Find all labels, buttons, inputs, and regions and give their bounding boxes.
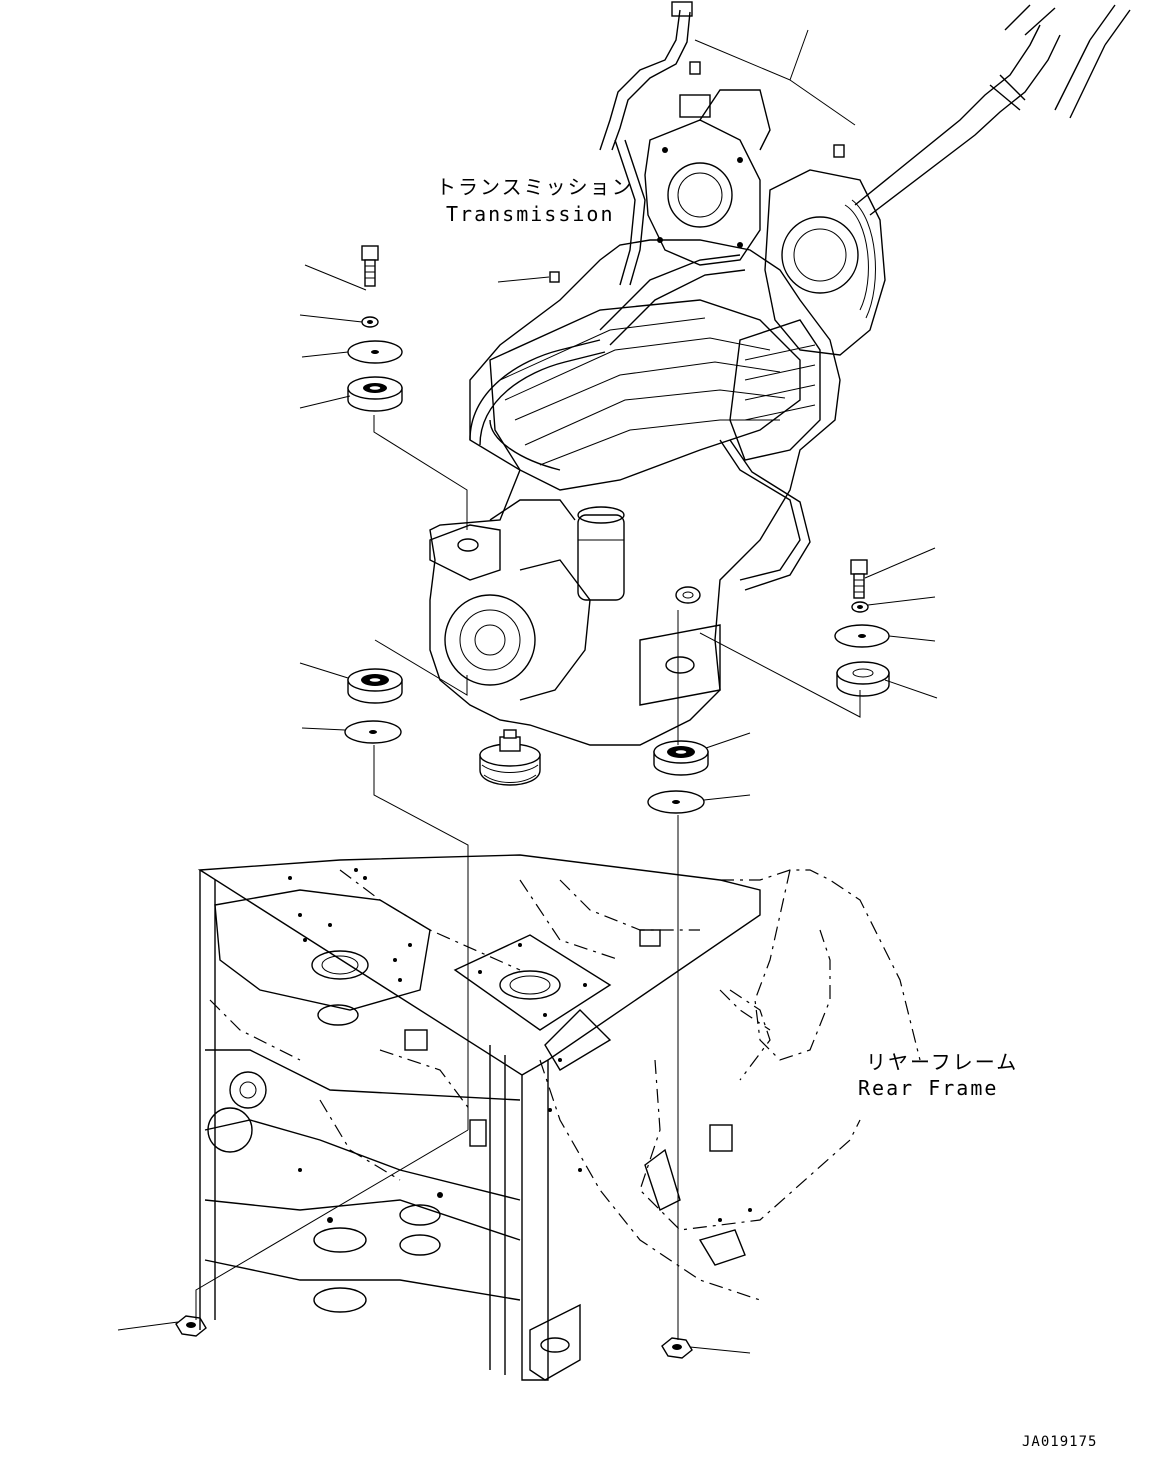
transmission-assembly [429,1,1131,746]
nut-bottom-left [175,1315,207,1337]
bolt-right [850,559,868,599]
rubber-mount-lower-left [347,668,403,704]
rubber-mount-upper-right [836,661,890,697]
plug-fitting [549,271,560,283]
filter-canister [577,506,625,601]
leader-lines [117,29,938,1354]
flange-right [764,169,886,356]
bolt-left [361,245,379,287]
flange-left [644,119,761,266]
rubber-mount-lower-right [653,740,709,776]
washer-right [834,624,890,648]
mount-assembled [479,729,541,786]
transmission-label-en: Transmission [446,202,615,226]
transmission-label-jp: トランスミッション [436,175,634,199]
washer-lower-right [647,790,705,814]
rear-frame-label-jp: リヤーフレーム [866,1050,1019,1074]
lock-washer-left [361,316,379,328]
washer-lower-left [344,720,402,744]
drawing-code: JA019175 [1022,1434,1098,1450]
rear-frame [197,854,921,1381]
lock-washer-right [851,601,869,613]
rubber-mount-upper-left [347,376,403,412]
washer-left [347,340,403,364]
nut-bottom-right [661,1337,693,1359]
rear-frame-label-en: Rear Frame [858,1076,999,1100]
